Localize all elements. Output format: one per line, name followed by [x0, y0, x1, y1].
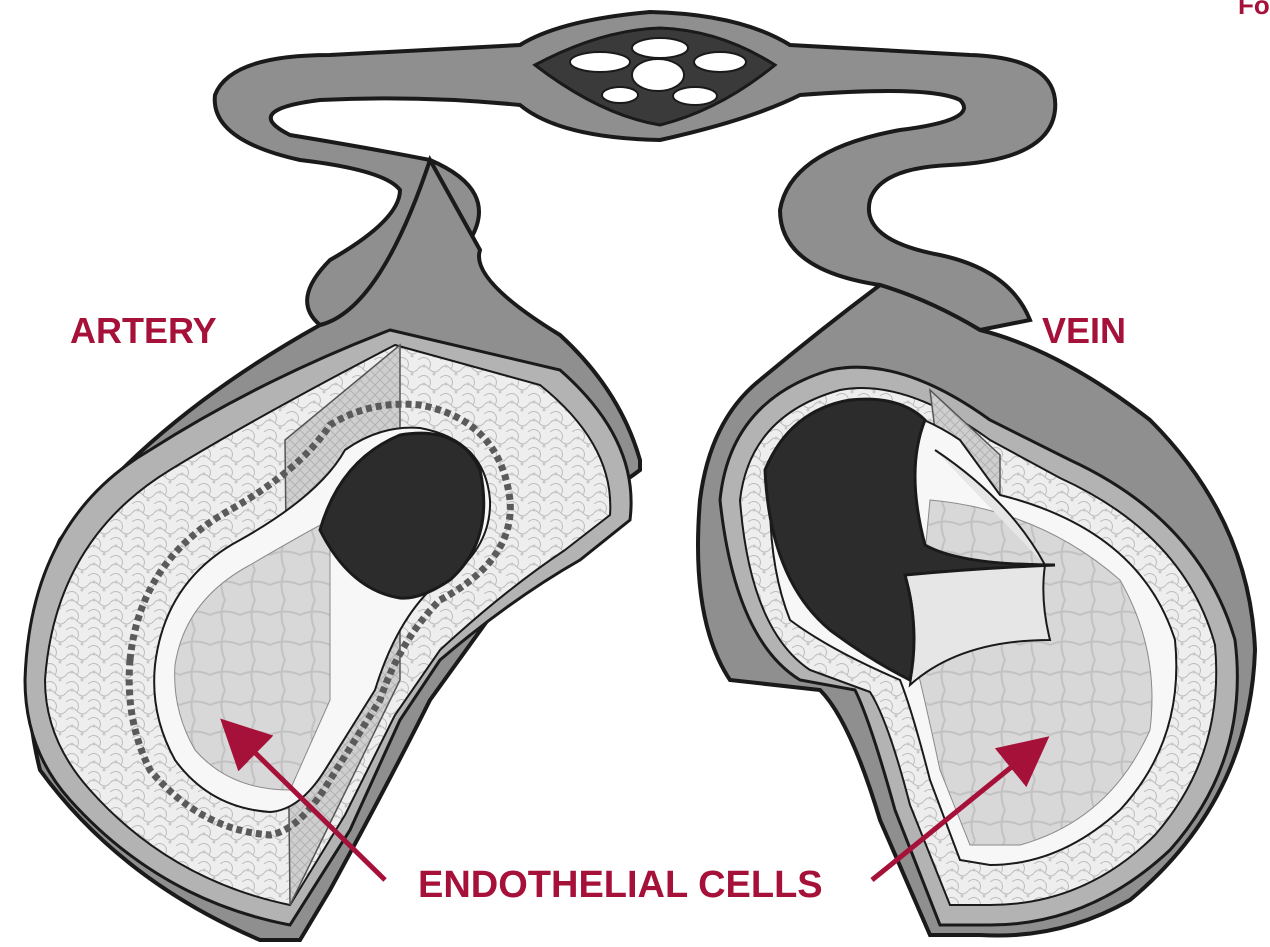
- capillary-bed: [215, 12, 1056, 330]
- vein-label: VEIN: [1042, 310, 1126, 351]
- corner-label: Fo: [1238, 0, 1270, 20]
- vein-vessel: [698, 285, 1255, 936]
- artery-label: ARTERY: [70, 310, 217, 351]
- endothelial-cells-label: ENDOTHELIAL CELLS: [418, 864, 823, 906]
